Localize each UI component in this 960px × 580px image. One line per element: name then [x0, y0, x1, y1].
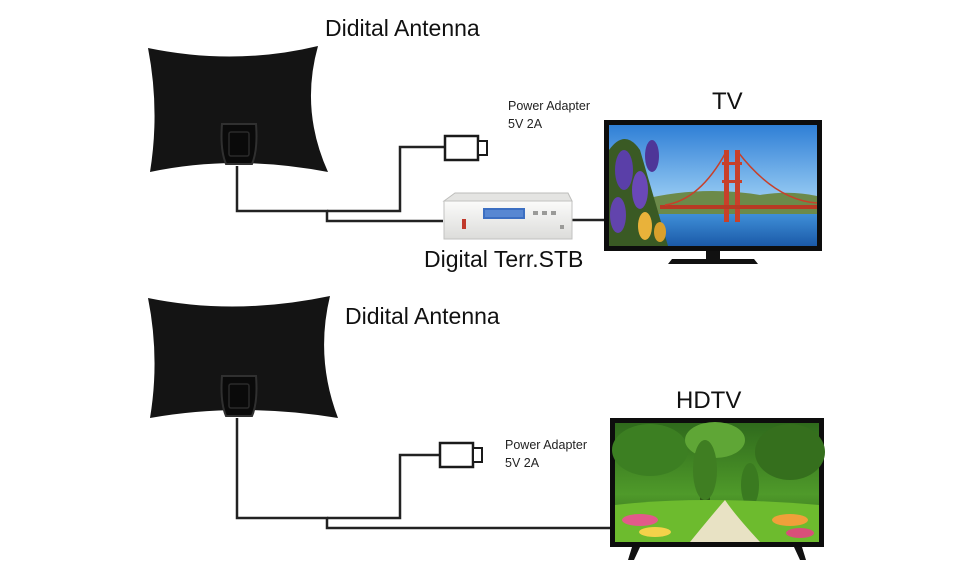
bottom-hdtv: [610, 418, 825, 560]
tv-label: TV: [712, 88, 743, 115]
tv-foot-left: [628, 547, 640, 560]
bottom-adapter-label-line2: 5V 2A: [505, 456, 540, 470]
bottom-antenna: [148, 296, 338, 418]
bottom-setup: Didital Antenna Power Adapter 5V 2A HDTV: [148, 296, 825, 560]
adapter-cable: [327, 455, 440, 518]
antenna-mount: [222, 376, 257, 416]
stb-label: Digital Terr.STB: [424, 246, 583, 272]
tv-screen-golden-gate: [609, 125, 817, 246]
bottom-power-adapter-icon: [440, 443, 482, 467]
top-adapter-label-line1: Power Adapter: [508, 99, 590, 113]
top-power-adapter-icon: [445, 136, 487, 160]
tv-foot-right: [794, 547, 806, 560]
top-tv: [604, 120, 822, 264]
top-antenna: [148, 46, 328, 172]
antenna-cable: [237, 418, 610, 528]
bottom-adapter-label-line1: Power Adapter: [505, 438, 587, 452]
top-adapter-label-line2: 5V 2A: [508, 117, 543, 131]
tv-stand-base: [668, 259, 758, 264]
adapter-cable: [327, 147, 445, 211]
hdtv-label: HDTV: [676, 387, 741, 414]
tv-screen-garden: [612, 422, 825, 542]
top-set-top-box: [444, 193, 572, 239]
tv-stand-neck: [706, 251, 720, 259]
bottom-cables: [237, 418, 610, 528]
top-antenna-label: Didital Antenna: [325, 15, 480, 41]
antenna-cable: [237, 166, 443, 221]
bottom-antenna-label: Didital Antenna: [345, 303, 500, 329]
antenna-mount: [222, 124, 257, 164]
top-setup: Didital Antenna Power Adapter 5V 2A Digi…: [148, 15, 822, 272]
